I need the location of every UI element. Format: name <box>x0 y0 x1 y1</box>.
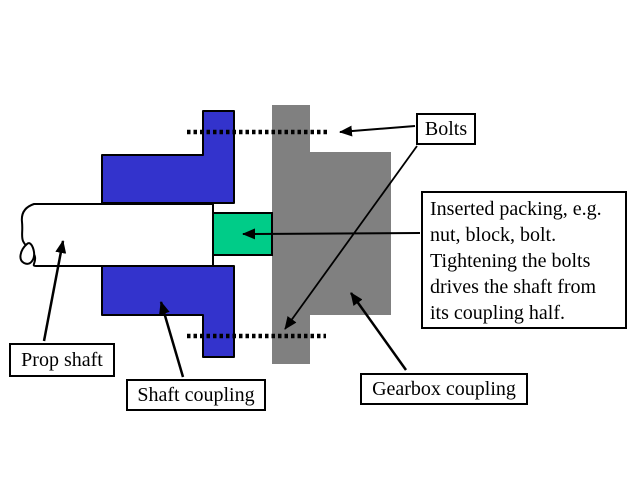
bolts-arrow-lower <box>284 145 418 330</box>
shaft-coupling-upper-shape <box>101 110 235 204</box>
packing-arrow <box>242 228 421 240</box>
shaft-coupling-arrow <box>159 301 185 378</box>
prop-shaft-arrow <box>42 240 67 342</box>
shaft-break-teardrop <box>19 242 36 265</box>
packing-note: Inserted packing, e.g. nut, block, bolt.… <box>421 191 627 329</box>
prop-shaft-label: Prop shaft <box>9 343 115 377</box>
gearbox-coupling-arrow <box>349 292 408 371</box>
shaft-coupling-label: Shaft coupling <box>126 379 266 411</box>
prop-shaft-shape <box>20 203 214 267</box>
gearbox-coupling-label: Gearbox coupling <box>360 373 528 405</box>
bolts-label: Bolts <box>416 113 476 145</box>
shaft-coupling-lower-shape <box>101 265 235 358</box>
bolts-arrow-upper <box>339 125 416 137</box>
